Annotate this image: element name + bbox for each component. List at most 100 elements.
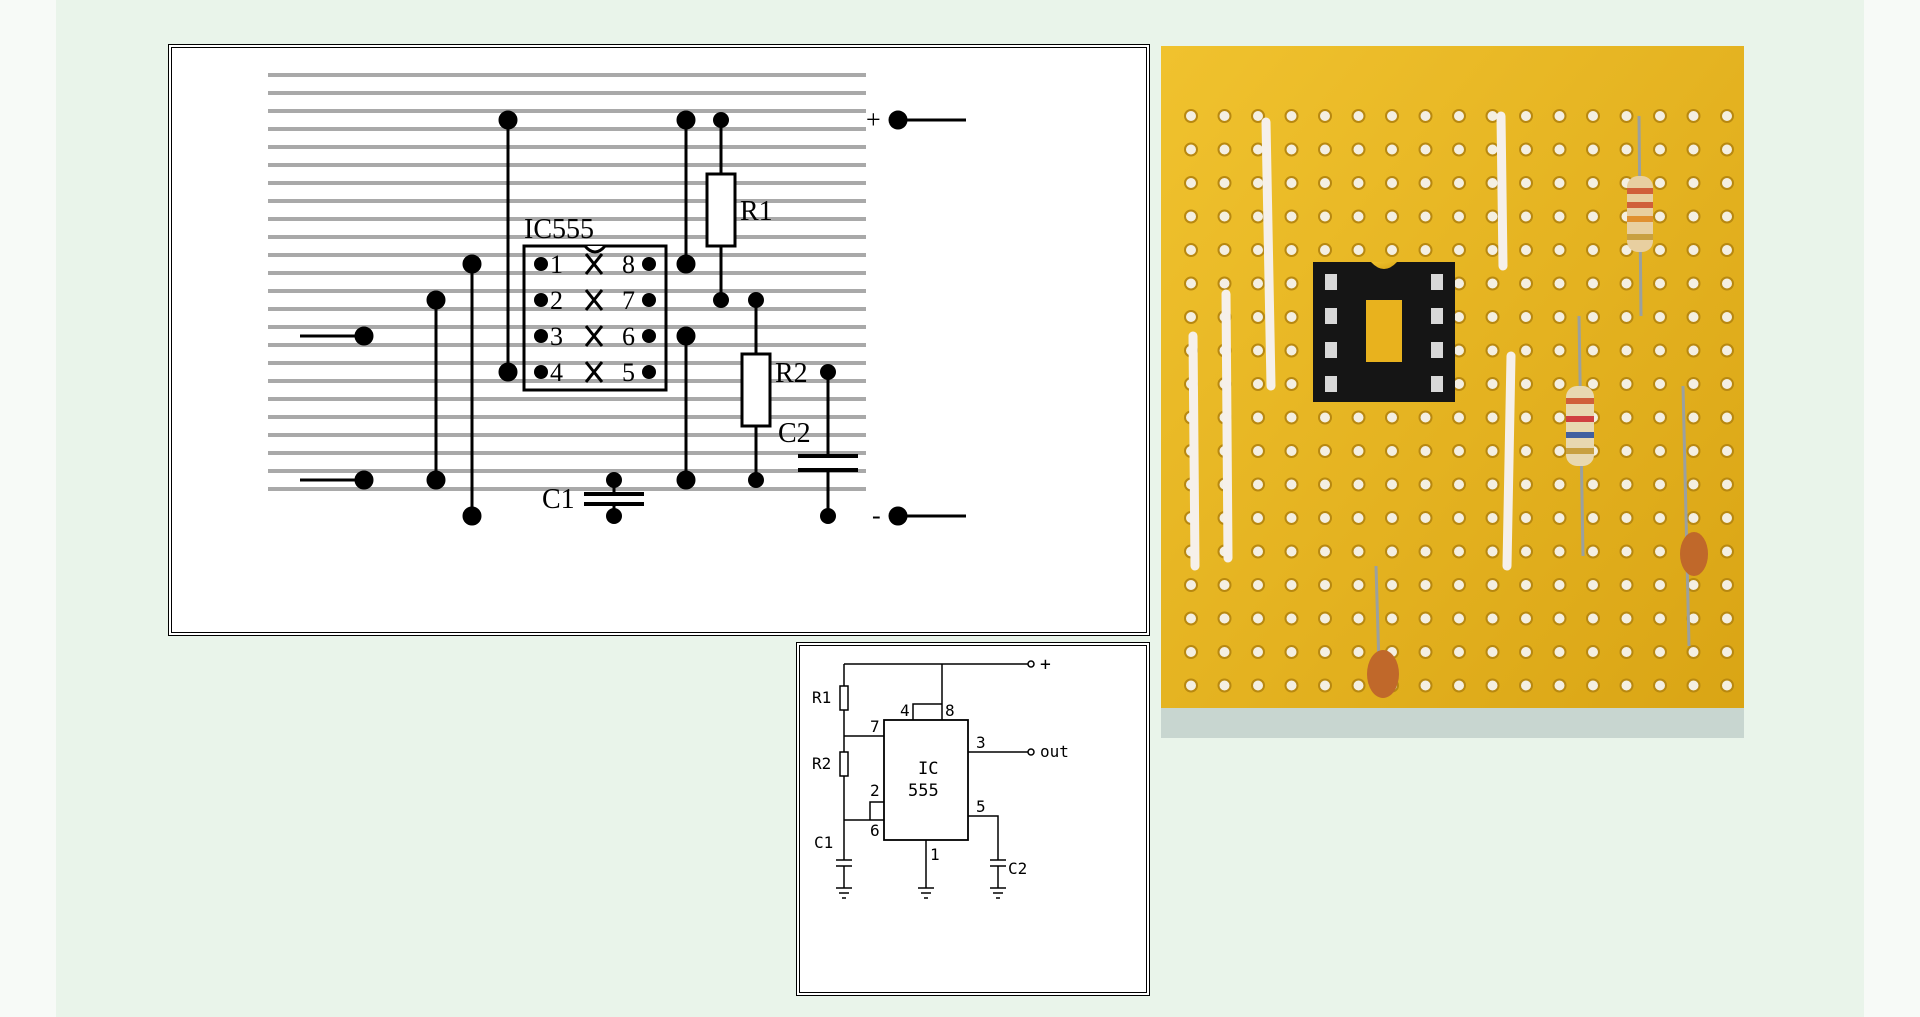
board-hole xyxy=(1552,477,1567,492)
board-hole xyxy=(1686,410,1701,425)
jumper-wires xyxy=(426,110,696,526)
board-hole xyxy=(1284,377,1299,391)
board-hole xyxy=(1385,477,1399,492)
board-hole xyxy=(1586,176,1600,190)
board-hole xyxy=(1418,209,1433,224)
board-hole xyxy=(1251,209,1265,224)
board-hole xyxy=(1519,377,1533,391)
board-hole xyxy=(1586,645,1600,659)
sch-out-label: out xyxy=(1040,742,1069,761)
board-hole xyxy=(1485,477,1500,492)
board-hole xyxy=(1251,544,1265,559)
board-hole xyxy=(1351,511,1366,525)
board-hole xyxy=(1251,310,1265,324)
board-hole xyxy=(1720,176,1734,190)
board-hole xyxy=(1686,209,1701,224)
sch-pin-4: 4 xyxy=(900,701,910,720)
schematic-wires xyxy=(836,660,1035,899)
sch-pin-2: 2 xyxy=(870,781,880,800)
board-hole xyxy=(1217,109,1232,123)
board-hole xyxy=(1284,645,1299,659)
board-hole xyxy=(1485,243,1500,257)
board-hole xyxy=(1519,544,1533,559)
board-hole xyxy=(1452,209,1466,224)
board-hole xyxy=(1318,578,1332,592)
board-hole xyxy=(1385,109,1399,123)
board-hole xyxy=(1519,142,1533,157)
board-hole xyxy=(1284,109,1299,123)
board-hole xyxy=(1519,678,1533,693)
board-hole xyxy=(1418,678,1433,693)
board-hole xyxy=(1284,444,1299,458)
board-hole xyxy=(1653,645,1667,659)
resistor-r2: R2 xyxy=(740,292,808,488)
sch-r2-label: R2 xyxy=(812,754,831,773)
board-hole xyxy=(1686,511,1701,525)
board-hole xyxy=(1720,645,1734,659)
board-hole xyxy=(1720,511,1734,525)
board-hole xyxy=(1385,142,1399,157)
board-hole xyxy=(1619,377,1634,391)
board-hole xyxy=(1686,243,1701,257)
board-hole xyxy=(1519,276,1533,291)
board-hole xyxy=(1251,645,1265,659)
board-hole xyxy=(1619,276,1634,291)
pin-4-label: 4 xyxy=(550,358,563,387)
board-hole xyxy=(1485,444,1500,458)
board-hole xyxy=(1619,343,1634,358)
board-hole xyxy=(1552,276,1567,291)
board-hole xyxy=(1284,310,1299,324)
board-hole xyxy=(1485,176,1500,190)
board-hole xyxy=(1686,444,1701,458)
board-hole xyxy=(1318,544,1332,559)
sch-pin-7: 7 xyxy=(870,717,880,736)
board-hole xyxy=(1251,611,1265,626)
ic-socket xyxy=(1313,262,1455,402)
board-hole xyxy=(1251,109,1265,123)
board-hole xyxy=(1586,611,1600,626)
board-hole xyxy=(1552,511,1567,525)
board-hole xyxy=(1586,276,1600,291)
board-hole xyxy=(1284,410,1299,425)
board-hole xyxy=(1653,142,1667,157)
board-hole xyxy=(1552,343,1567,358)
ic-label-line1: IC xyxy=(918,759,938,779)
board-hole xyxy=(1720,209,1734,224)
board-hole xyxy=(1452,578,1466,592)
board-hole xyxy=(1720,477,1734,492)
board-hole xyxy=(1686,276,1701,291)
board-hole xyxy=(1686,578,1701,592)
board-hole xyxy=(1418,176,1433,190)
board-hole xyxy=(1251,477,1265,492)
board-hole xyxy=(1452,444,1466,458)
board-hole xyxy=(1284,511,1299,525)
board-hole xyxy=(1720,343,1734,358)
board-hole xyxy=(1519,209,1533,224)
board-hole xyxy=(1552,209,1567,224)
c2-label: C2 xyxy=(778,418,811,449)
pin-3-label: 3 xyxy=(550,322,563,351)
board-hole xyxy=(1619,142,1634,157)
board-hole xyxy=(1686,645,1701,659)
board-hole xyxy=(1653,276,1667,291)
board-hole xyxy=(1318,611,1332,626)
board-hole xyxy=(1686,678,1701,693)
board-hole xyxy=(1485,578,1500,592)
board-hole xyxy=(1318,444,1332,458)
board-hole xyxy=(1586,142,1600,157)
board-hole xyxy=(1318,410,1332,425)
capacitor-c1: C1 xyxy=(542,472,644,524)
sch-pin-3: 3 xyxy=(976,733,986,752)
board-hole xyxy=(1385,410,1399,425)
board-hole xyxy=(1318,109,1332,123)
minus-label: - xyxy=(872,501,881,530)
board-hole xyxy=(1217,678,1232,693)
pin-2-label: 2 xyxy=(550,286,563,315)
board-hole xyxy=(1720,310,1734,324)
board-hole xyxy=(1686,176,1701,190)
board-hole xyxy=(1418,142,1433,157)
sch-pin-8: 8 xyxy=(945,701,955,720)
board-hole xyxy=(1552,444,1567,458)
board-hole xyxy=(1653,444,1667,458)
board-hole xyxy=(1318,176,1332,190)
